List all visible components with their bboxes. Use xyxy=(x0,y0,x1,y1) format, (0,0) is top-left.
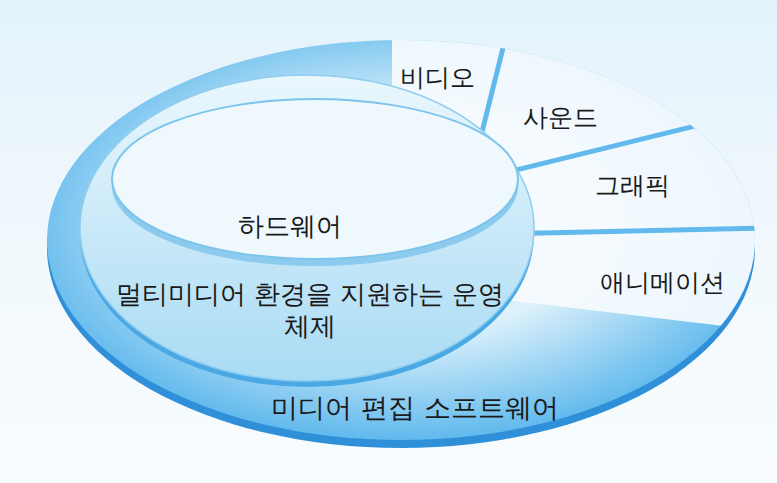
sector-divider xyxy=(480,38,510,140)
segment-label: 비디오 xyxy=(400,62,475,93)
os-ring: 멀티미디어 환경을 지원하는 운영체제 하드웨어 xyxy=(78,72,538,396)
ring-label: 미디어 편집 소프트웨어 xyxy=(271,391,558,425)
segment-label: 애니메이션 xyxy=(600,267,725,298)
segment-label: 사운드 xyxy=(523,102,598,133)
segment-label: 그래픽 xyxy=(595,170,670,201)
hardware-core-shape xyxy=(110,98,520,270)
ring-label: 하드웨어 xyxy=(238,210,342,243)
hardware-core: 하드웨어 xyxy=(110,98,520,270)
sector-divider xyxy=(500,228,757,234)
os-ring-face xyxy=(80,75,534,381)
media-segment: 그래픽 xyxy=(589,168,676,203)
media-segment: 비디오 xyxy=(394,60,481,95)
software-ring: 미디어 편집 소프트웨어 멀티미디어 환경을 지원하는 운영체제 하드웨어 xyxy=(45,38,757,458)
media-segment: 사운드 xyxy=(517,100,604,135)
media-segment: 애니메이션 xyxy=(594,265,731,300)
ring-label: 멀티미디어 환경을 지원하는 운영체제 xyxy=(110,278,510,343)
hardware-core-face xyxy=(112,99,518,259)
